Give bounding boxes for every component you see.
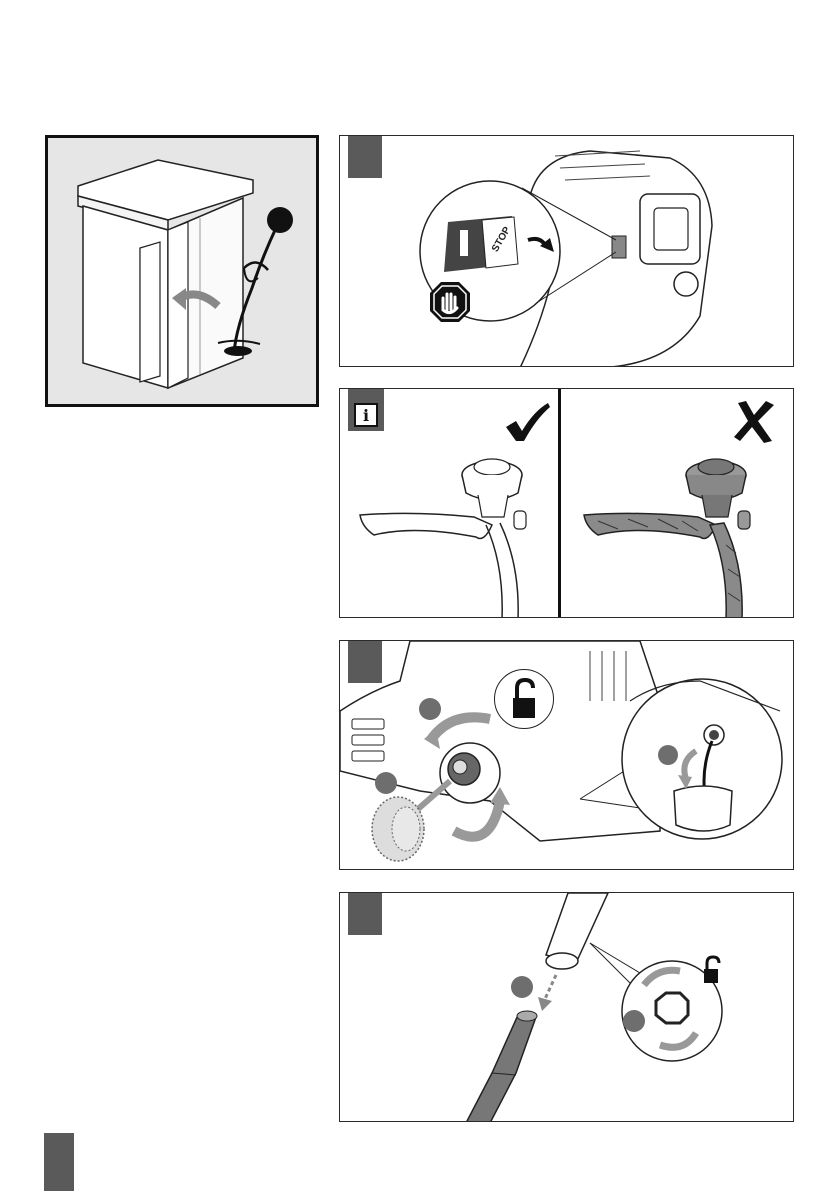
fuel-drain-illustration xyxy=(340,641,794,870)
panel-divider xyxy=(558,389,561,618)
page-tab xyxy=(44,1133,74,1191)
checkmark-icon xyxy=(502,401,552,443)
info-icon: i xyxy=(354,403,378,427)
clean-trimmer-head xyxy=(354,445,554,618)
info-panel: i xyxy=(339,388,794,618)
step-panel-drain-fuel xyxy=(339,640,794,870)
engine-illustration xyxy=(340,136,794,367)
step-panel-remove-shaft xyxy=(339,892,794,1122)
hex-nut-icon xyxy=(656,993,688,1023)
stop-sticker-icon xyxy=(440,214,520,274)
unlock-icon xyxy=(494,669,554,729)
storage-cabinet-icon xyxy=(48,138,316,404)
shaft-illustration xyxy=(340,893,794,1122)
cross-icon xyxy=(732,399,776,445)
shaft-icon xyxy=(466,1015,536,1122)
step-panel-stop-engine: STOP I xyxy=(339,135,794,367)
stop-hand-icon xyxy=(428,280,472,324)
arrow-right-icon xyxy=(526,234,556,256)
info-glyph: i xyxy=(363,406,369,425)
dirty-trimmer-head xyxy=(578,445,778,618)
storage-panel xyxy=(45,135,319,407)
